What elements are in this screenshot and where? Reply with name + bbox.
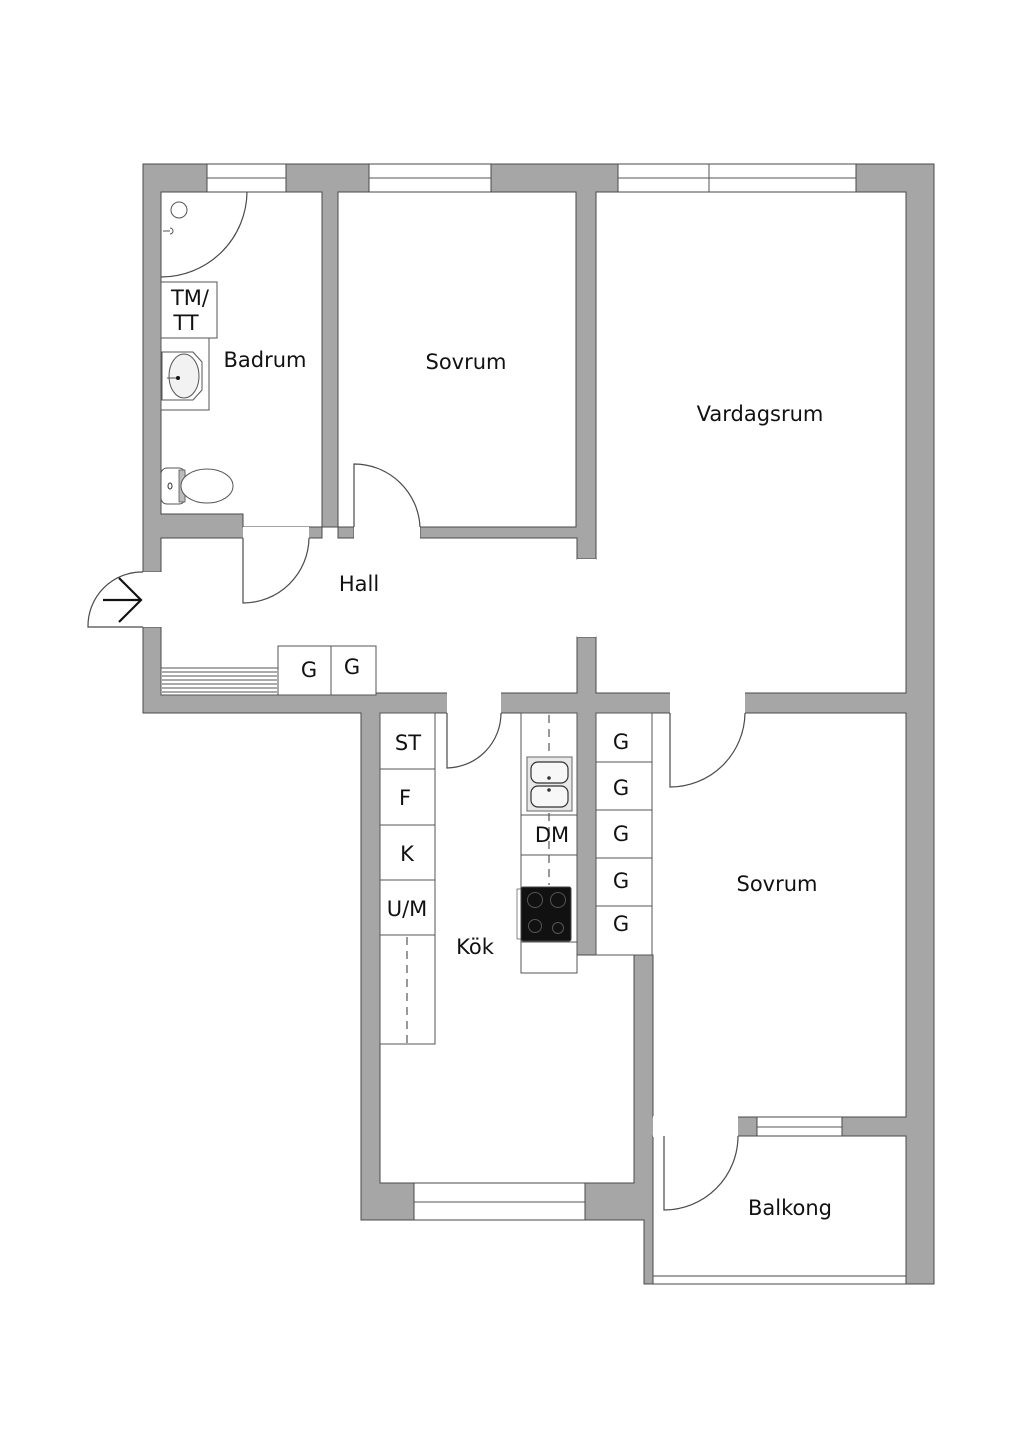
dishwasher-label: DM — [535, 823, 569, 847]
room-labels: Badrum Sovrum Vardagsrum Hall Kök Sovrum… — [223, 348, 832, 1220]
radiator-icon — [160, 667, 279, 696]
bedroom-wardrobe-2-label: G — [613, 776, 629, 800]
kitchen-sink-icon — [526, 756, 573, 812]
hall-wardrobe-2 — [330, 645, 377, 696]
bedroom-2-wardrobes: G G G G G — [595, 712, 653, 956]
shower-mixer-icon — [163, 227, 174, 235]
washer-dryer — [160, 281, 218, 339]
kitchen-unit-st — [379, 712, 436, 770]
kitchen-unit-k — [379, 824, 436, 881]
door-badrum — [242, 537, 310, 604]
door-sovrum-1 — [353, 463, 421, 528]
kitchen-unit-st-label: ST — [395, 731, 421, 755]
door-sovrum-2 — [669, 712, 746, 788]
room-label-kok: Kök — [456, 935, 495, 959]
hall-wardrobe-1-label: G — [301, 658, 317, 682]
window-kok — [413, 1182, 586, 1221]
washer-dryer-label-1: TM/ — [170, 286, 210, 310]
window-sovrum-1 — [368, 163, 492, 193]
kitchen-unit-f — [379, 768, 436, 826]
room-label-badrum: Badrum — [223, 348, 306, 372]
room-label-balkong: Balkong — [748, 1196, 832, 1220]
room-floors — [142, 191, 907, 1277]
stove-icon — [516, 886, 572, 942]
bathroom-fixtures: TM/ TT — [160, 191, 248, 505]
window-vardagsrum — [617, 163, 857, 193]
bedroom-wardrobe-5-label: G — [613, 912, 629, 936]
bedroom-wardrobe-3 — [595, 809, 653, 859]
entrance-arrow-icon — [103, 577, 143, 623]
washer-dryer-label-2: TT — [172, 311, 198, 335]
kitchen-unit-k-label: K — [400, 842, 415, 866]
door-balkong — [663, 1135, 739, 1211]
shower-drain-icon — [170, 201, 188, 219]
bedroom-wardrobe-3-label: G — [613, 822, 629, 846]
door-kok — [446, 712, 502, 769]
bedroom-wardrobe-5 — [595, 905, 653, 956]
windows — [206, 163, 907, 1285]
room-label-sovrum-1: Sovrum — [425, 350, 506, 374]
sink-icon — [160, 337, 210, 411]
room-label-sovrum-2: Sovrum — [736, 872, 817, 896]
hall-wardrobe-1 — [277, 645, 332, 696]
door-openings — [142, 526, 745, 1137]
bedroom-wardrobe-4-label: G — [613, 869, 629, 893]
bedroom-wardrobe-1 — [595, 712, 653, 763]
doors — [87, 463, 746, 1211]
kitchen-fixtures: ST F K U/M DM — [379, 712, 578, 1045]
bedroom-wardrobe-1-label: G — [613, 730, 629, 754]
hall-wardrobe-2-label: G — [344, 655, 360, 679]
room-label-hall: Hall — [339, 572, 379, 596]
hall-fixtures: G G — [160, 645, 377, 696]
kitchen-unit-um — [379, 879, 436, 936]
bedroom-wardrobe-4 — [595, 857, 653, 907]
window-balkong — [652, 1275, 907, 1285]
room-label-vardagsrum: Vardagsrum — [697, 402, 824, 426]
toilet-icon — [160, 467, 234, 505]
window-badrum — [206, 163, 287, 193]
window-sovrum-2 — [756, 1116, 843, 1137]
kitchen-unit-um-label: U/M — [387, 897, 428, 921]
entrance-door — [87, 571, 144, 628]
shower-curtain — [160, 191, 248, 278]
kitchen-unit-f-label: F — [399, 786, 411, 810]
